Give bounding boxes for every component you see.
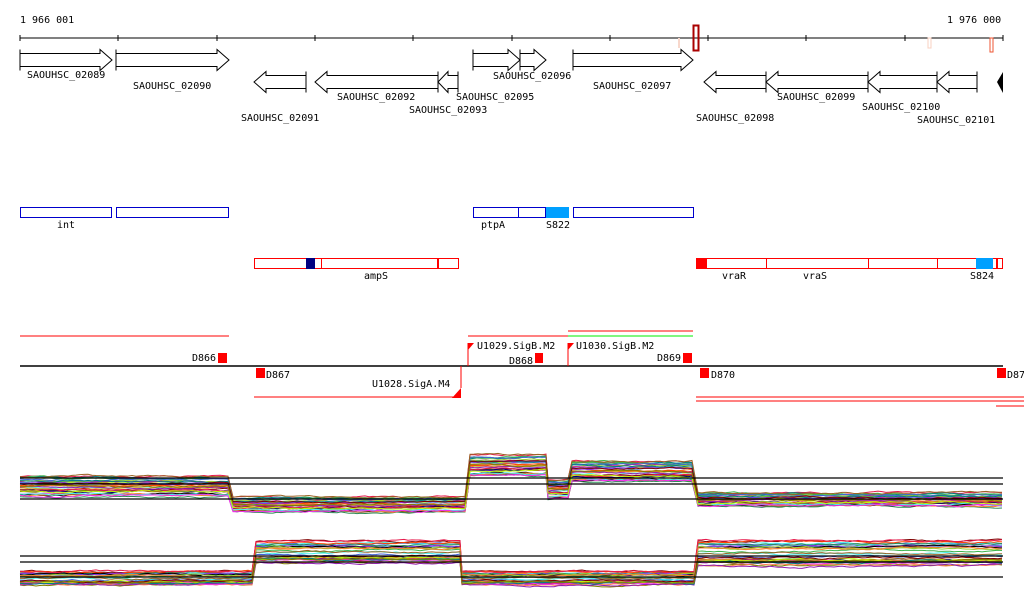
expression-trace xyxy=(19,474,1003,514)
minus-strand-features xyxy=(254,258,1003,269)
expression-plot-minus xyxy=(19,538,1003,588)
promoter-marker[interactable] xyxy=(452,388,461,398)
expression-trace xyxy=(19,550,1003,581)
ruler-mark xyxy=(678,38,680,48)
feature-label-int: int xyxy=(57,220,75,231)
terminator-marker[interactable] xyxy=(700,368,709,378)
terminator-marker[interactable] xyxy=(997,368,1006,378)
marker-box[interactable] xyxy=(306,258,315,269)
feature-label-amps: ampS xyxy=(364,271,388,282)
feature-label-ptpa: ptpA xyxy=(481,220,505,231)
sigma-site-box[interactable] xyxy=(976,258,993,269)
promoter-label[interactable]: U1029.SigB.M2 xyxy=(477,341,555,352)
promoter-marker[interactable] xyxy=(468,343,474,350)
terminator-label[interactable]: D869 xyxy=(657,353,681,364)
terminator-marker[interactable] xyxy=(535,353,543,363)
expression-trace xyxy=(19,538,1003,574)
expression-trace xyxy=(19,561,1003,588)
expression-trace xyxy=(19,468,1003,510)
gene-arrow[interactable] xyxy=(867,70,938,94)
terminator-marker[interactable] xyxy=(218,353,227,363)
promoter-label[interactable]: U1030.SigB.M2 xyxy=(576,341,654,352)
gene-arrow[interactable] xyxy=(437,70,459,94)
feature-box[interactable] xyxy=(20,207,112,218)
feature-label-vrar: vraR xyxy=(722,271,747,282)
gene-label[interactable]: SAOUHSC_02097 xyxy=(593,81,671,92)
feature-box[interactable] xyxy=(438,258,459,269)
plus-strand-features xyxy=(20,207,694,218)
feature-box[interactable] xyxy=(937,258,997,269)
terminator-label[interactable]: D868 xyxy=(509,356,533,367)
gene-label[interactable]: SAOUHSC_02093 xyxy=(409,105,487,116)
gene-arrow-partial[interactable] xyxy=(997,72,1003,93)
feature-box[interactable] xyxy=(254,258,438,269)
gene-label[interactable]: SAOUHSC_02095 xyxy=(456,92,534,103)
gene-arrow[interactable] xyxy=(314,70,439,94)
ruler-mark xyxy=(989,37,994,53)
gene-arrow[interactable] xyxy=(703,70,767,94)
transcript-track: D866 D867 U1028.SigA.M4 U1029.SigB.M2 D8… xyxy=(20,330,1024,407)
gene-label[interactable]: SAOUHSC_02100 xyxy=(862,102,940,113)
terminator-label[interactable]: D870 xyxy=(711,370,735,381)
feature-box[interactable] xyxy=(997,258,1003,269)
feature-box[interactable] xyxy=(868,258,938,269)
gene-label[interactable]: SAOUHSC_02096 xyxy=(493,71,571,82)
current-position-marker[interactable] xyxy=(692,24,700,52)
gene-label[interactable]: SAOUHSC_02101 xyxy=(917,115,995,126)
feature-box[interactable] xyxy=(518,207,546,218)
feature-box[interactable] xyxy=(573,207,694,218)
expression-thresholds xyxy=(20,477,1003,578)
feature-label-vras: vraS xyxy=(803,271,827,282)
gene-arrow[interactable] xyxy=(519,48,547,72)
gene-label[interactable]: SAOUHSC_02091 xyxy=(241,113,319,124)
gene-label[interactable]: SAOUHSC_02092 xyxy=(337,92,415,103)
ruler-mark xyxy=(927,37,932,49)
terminator-label[interactable]: D87 xyxy=(1007,370,1024,381)
gene-arrow[interactable] xyxy=(19,48,113,72)
expression-trace xyxy=(19,456,1003,502)
feature-label-s822: S822 xyxy=(546,220,570,231)
ruler-end-label: 1 976 000 xyxy=(947,15,1001,26)
gene-arrow[interactable] xyxy=(253,70,307,94)
expression-trace xyxy=(19,466,1003,508)
promoter-label[interactable]: U1028.SigA.M4 xyxy=(372,379,450,390)
gene-arrow[interactable] xyxy=(572,48,694,72)
ruler-axis xyxy=(19,35,1004,41)
expression-trace xyxy=(20,460,1002,504)
gene-label[interactable]: SAOUHSC_02099 xyxy=(777,92,855,103)
terminator-label[interactable]: D867 xyxy=(266,370,290,381)
expression-trace xyxy=(19,452,1003,499)
gene-label[interactable]: SAOUHSC_02090 xyxy=(133,81,211,92)
terminator-label[interactable]: D866 xyxy=(192,353,216,364)
ruler-start-label: 1 966 001 xyxy=(20,15,74,26)
marker-box[interactable] xyxy=(696,258,706,269)
feature-box[interactable] xyxy=(766,258,869,269)
terminator-marker[interactable] xyxy=(683,353,692,363)
terminator-marker[interactable] xyxy=(256,368,265,378)
gene-label[interactable]: SAOUHSC_02098 xyxy=(696,113,774,124)
gene-arrow[interactable] xyxy=(472,48,521,72)
feature-box[interactable] xyxy=(116,207,229,218)
feature-box[interactable] xyxy=(473,207,519,218)
gene-track xyxy=(19,48,978,94)
gene-label[interactable]: SAOUHSC_02089 xyxy=(27,70,105,81)
sigma-site-box[interactable] xyxy=(546,207,569,218)
expression-trace xyxy=(19,472,1003,512)
gene-arrow[interactable] xyxy=(765,70,869,94)
expression-trace xyxy=(20,463,1003,507)
feature-label-s824: S824 xyxy=(970,271,994,282)
expression-trace xyxy=(19,557,1002,585)
expression-plot-plus xyxy=(19,452,1003,515)
promoter-marker[interactable] xyxy=(568,343,574,350)
feature-box[interactable] xyxy=(706,258,767,269)
expression-trace xyxy=(19,557,1003,585)
gene-arrow[interactable] xyxy=(936,70,978,94)
gene-arrow[interactable] xyxy=(115,48,230,72)
